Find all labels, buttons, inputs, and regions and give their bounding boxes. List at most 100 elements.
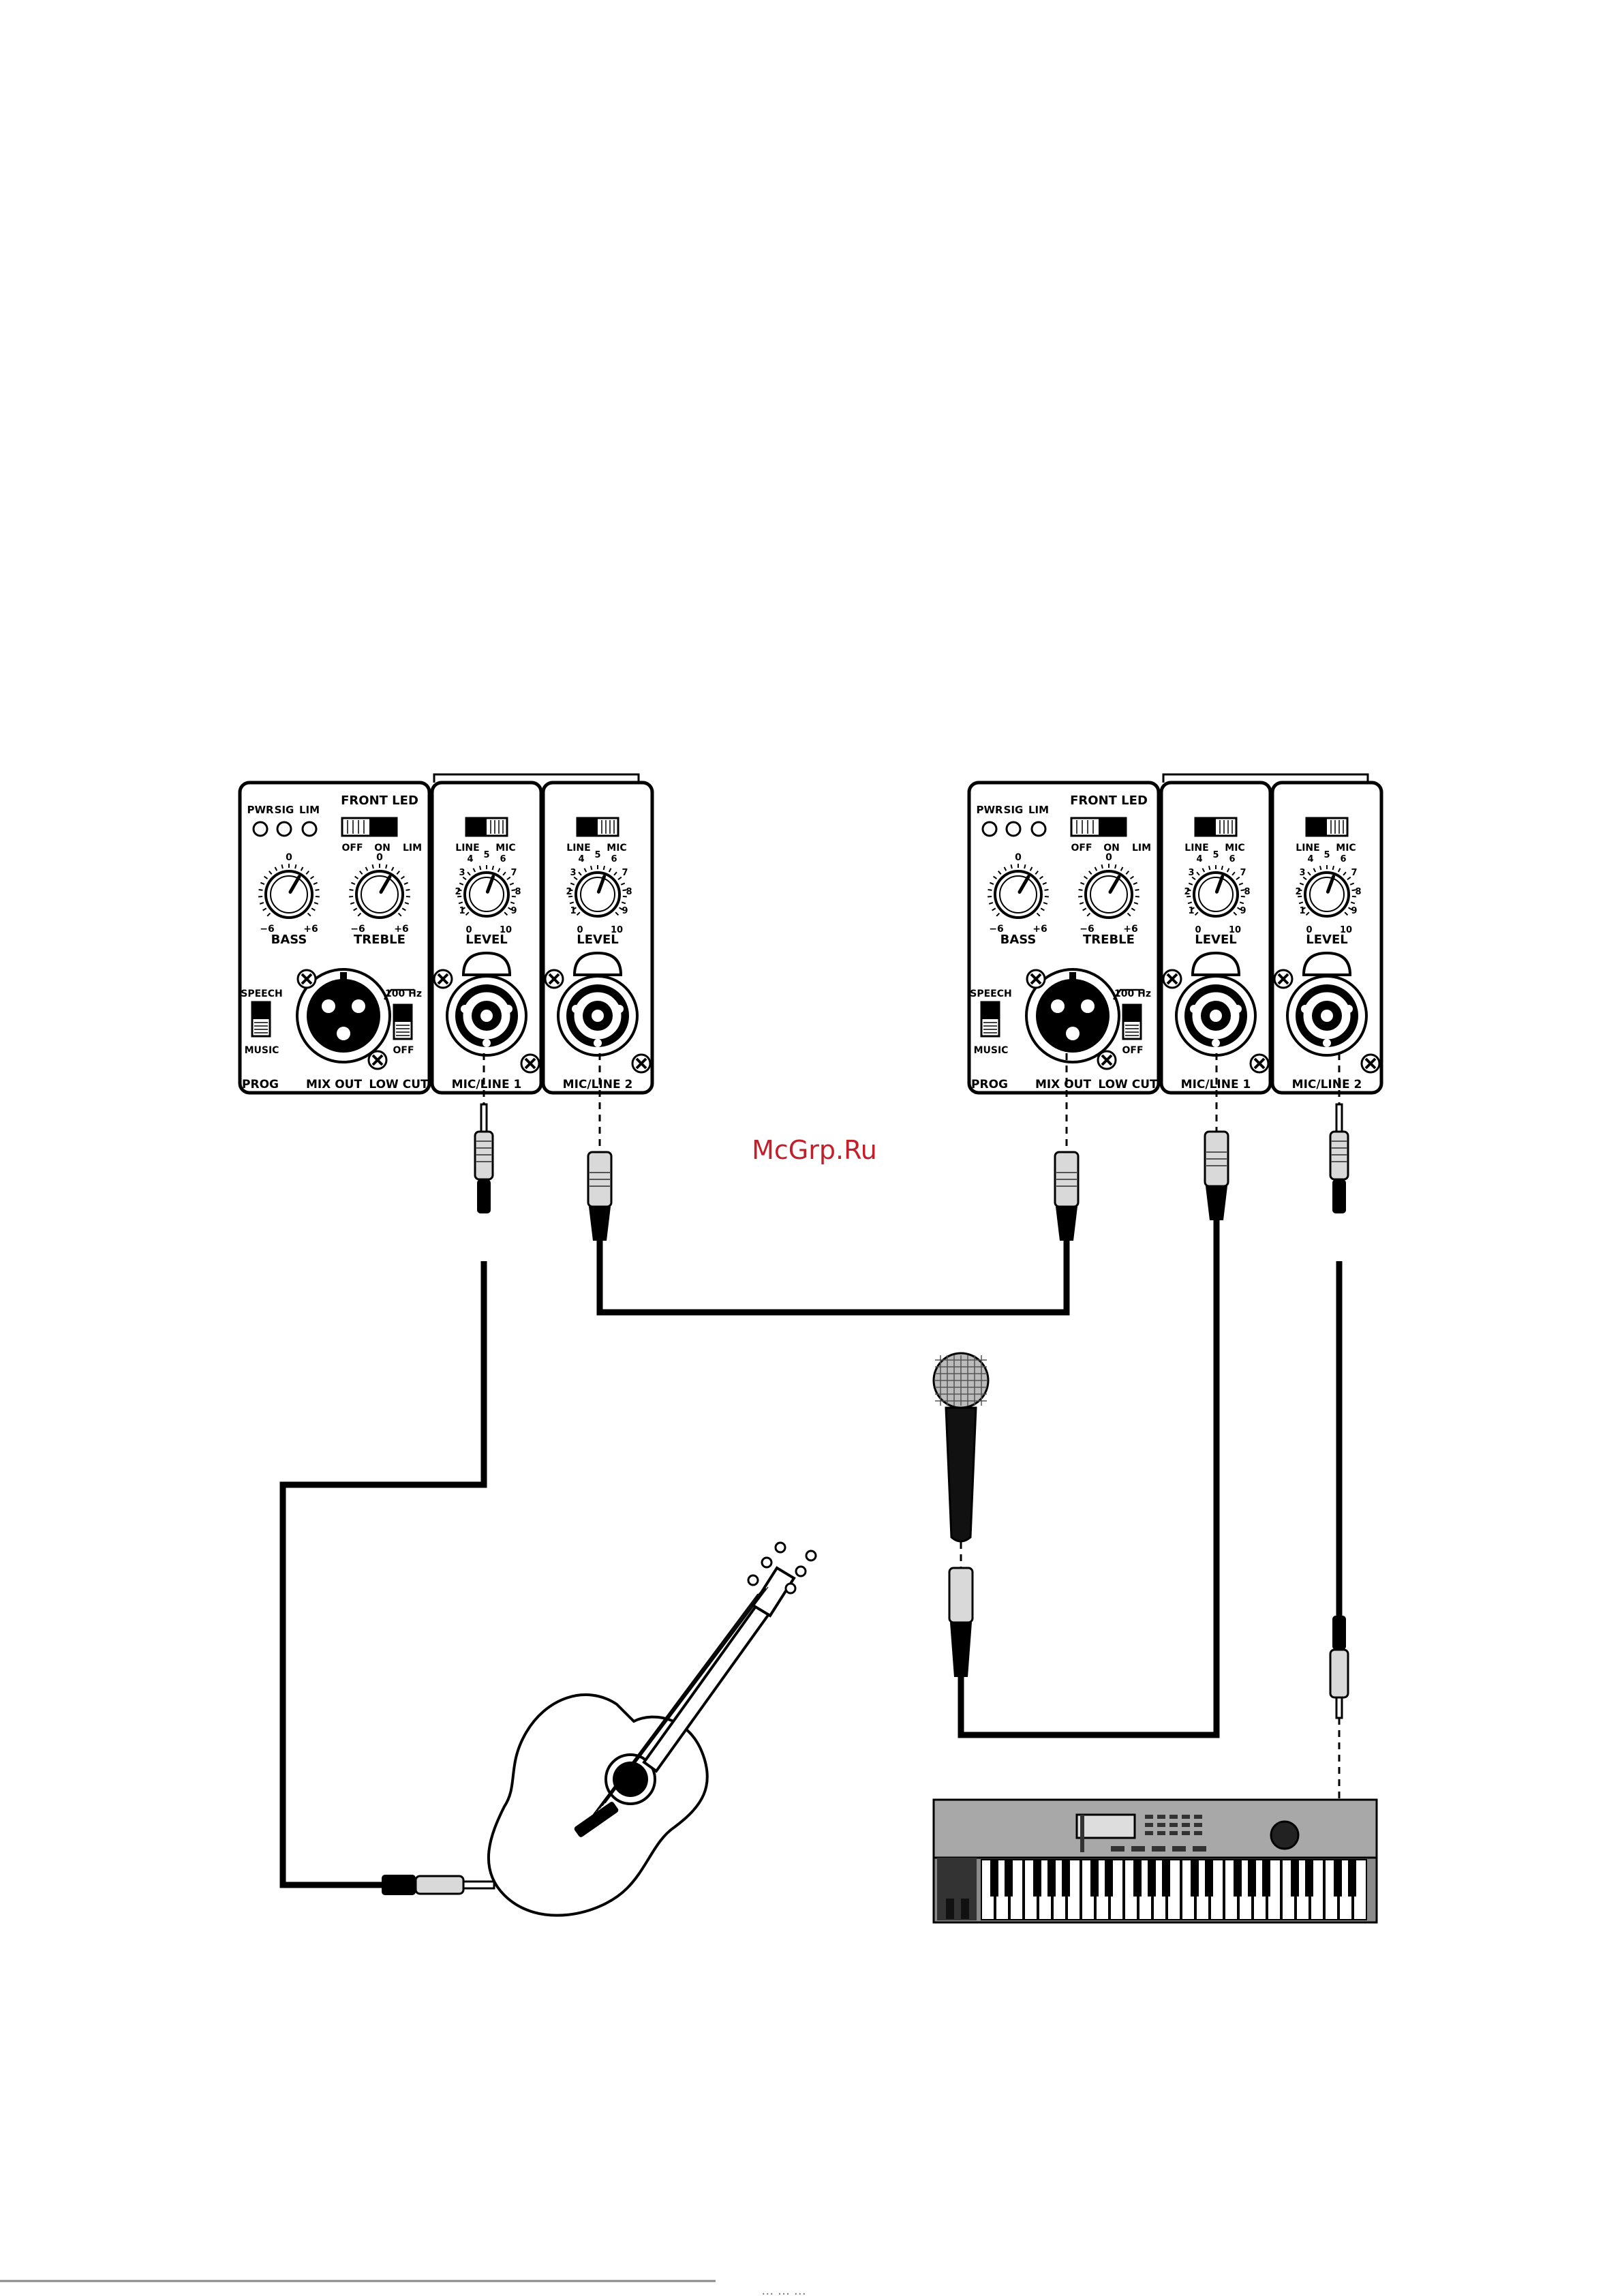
- level-scale-label: 3: [570, 868, 576, 878]
- black-key: [1047, 1860, 1056, 1897]
- knob-tick: [309, 875, 314, 879]
- tone-scale-label: +6: [303, 924, 318, 935]
- knob-tick: [1129, 875, 1134, 879]
- knob-tick: [1088, 871, 1092, 875]
- knob-tick: [1036, 912, 1041, 917]
- knob-tick: [1238, 882, 1244, 886]
- mic-xlr-connector: [948, 1567, 974, 1624]
- black-key: [1062, 1860, 1070, 1897]
- black-key: [990, 1860, 998, 1897]
- treble-label: TREBLE: [1083, 933, 1135, 947]
- knob-pointer: [1017, 875, 1030, 894]
- knob-tick: [1305, 911, 1310, 916]
- prog-label: PROG: [242, 1078, 279, 1091]
- synth-button: [1145, 1831, 1153, 1835]
- cable-line: [958, 1220, 1220, 1738]
- knob-tick: [1094, 866, 1098, 871]
- knob-tick: [300, 866, 304, 871]
- speech-music-switch: [980, 1001, 1000, 1038]
- led-label: LIM: [299, 804, 320, 816]
- synth-button: [1169, 1815, 1178, 1819]
- line-label: LINE: [1184, 843, 1208, 854]
- level-scale-label: 2: [455, 887, 461, 897]
- level-scale-label: 0: [1195, 925, 1201, 935]
- level-scale-label: 2: [1184, 887, 1190, 897]
- level-scale-label: 10: [1229, 925, 1241, 935]
- knob-pointer: [379, 875, 392, 894]
- combo-xlr-jack: [1286, 951, 1368, 1057]
- keyboard-jack-plug-icon: [1329, 1616, 1349, 1800]
- knob-tick: [602, 865, 606, 871]
- knob-tick: [1208, 865, 1211, 871]
- level-scale-label: 4: [1196, 854, 1202, 864]
- knob-tick: [401, 907, 406, 911]
- screw-icon: [367, 1050, 388, 1070]
- screw-icon: [1162, 969, 1182, 989]
- tone-scale-label: 0: [1105, 852, 1112, 863]
- black-key: [1133, 1860, 1142, 1897]
- knob-tick: [502, 871, 506, 876]
- latch: [1302, 951, 1352, 976]
- level-scale-label: 3: [1188, 868, 1194, 878]
- knob-tick: [1202, 868, 1206, 873]
- level-scale-label: 7: [1240, 868, 1246, 878]
- line-mic-switch: [1305, 817, 1349, 837]
- xlr-pin: [1234, 1005, 1242, 1013]
- cables: [279, 1053, 1349, 1888]
- screw-icon: [1097, 1050, 1117, 1070]
- screw-icon: [433, 969, 453, 989]
- level-scale-label: 5: [1212, 850, 1219, 860]
- synth-button: [1157, 1823, 1165, 1827]
- speech-label: SPEECH: [970, 988, 1011, 999]
- knob-tick: [1079, 902, 1084, 905]
- knob-tick: [506, 876, 511, 881]
- bass-knob: [258, 864, 320, 919]
- combo-xlr-jack: [557, 951, 639, 1057]
- acoustic-guitar-icon: [487, 1541, 817, 1917]
- knob-tick: [583, 868, 587, 873]
- knob-tick: [262, 907, 267, 911]
- led-indicator-icon: [276, 821, 292, 837]
- knob-tick: [1343, 871, 1347, 876]
- level-scale-label: 8: [1355, 887, 1361, 897]
- knob-body: [994, 870, 1043, 919]
- line-label: LINE: [566, 843, 590, 854]
- knob-tick: [266, 912, 271, 917]
- level-scale-label: 10: [500, 925, 512, 935]
- knob-tick: [1301, 907, 1306, 911]
- guitar-string: [591, 1593, 759, 1817]
- knob-tick: [264, 875, 269, 879]
- guitar-string: [605, 1586, 769, 1804]
- knob-tick: [569, 901, 575, 905]
- level-scale-label: 2: [1295, 887, 1301, 897]
- screw-icon: [296, 969, 317, 989]
- level-scale-label: 5: [483, 850, 489, 860]
- knob-tick: [461, 907, 465, 911]
- keyboard-synth-icon: [932, 1798, 1378, 1924]
- xlr-pin: [1066, 1027, 1080, 1040]
- channel-name-label: MIC/LINE 2: [563, 1078, 633, 1091]
- knob-tick: [365, 866, 369, 871]
- music-label: MUSIC: [245, 1045, 279, 1056]
- xlr-pin: [483, 1039, 491, 1047]
- led-indicator-icon: [1005, 821, 1022, 837]
- level-knob: [457, 865, 516, 918]
- knob-tick: [1231, 871, 1236, 876]
- black-key: [1205, 1860, 1213, 1897]
- led-indicator-icon: [1030, 821, 1047, 837]
- black-key: [1090, 1860, 1099, 1897]
- knob-tick: [988, 902, 994, 905]
- level-scale-label: 0: [1306, 925, 1312, 935]
- knob-tick: [1191, 876, 1196, 881]
- channel-name-label: MIC/LINE 1: [452, 1078, 522, 1091]
- knob-pointer: [1214, 875, 1225, 894]
- xlr-pin: [1301, 1005, 1309, 1013]
- black-key: [1105, 1860, 1113, 1897]
- music-label: MUSIC: [974, 1045, 1009, 1056]
- level-scale-label: 4: [1307, 854, 1313, 864]
- knob-tick: [274, 866, 278, 871]
- knob-tick: [467, 871, 471, 876]
- level-scale-label: 8: [515, 887, 521, 897]
